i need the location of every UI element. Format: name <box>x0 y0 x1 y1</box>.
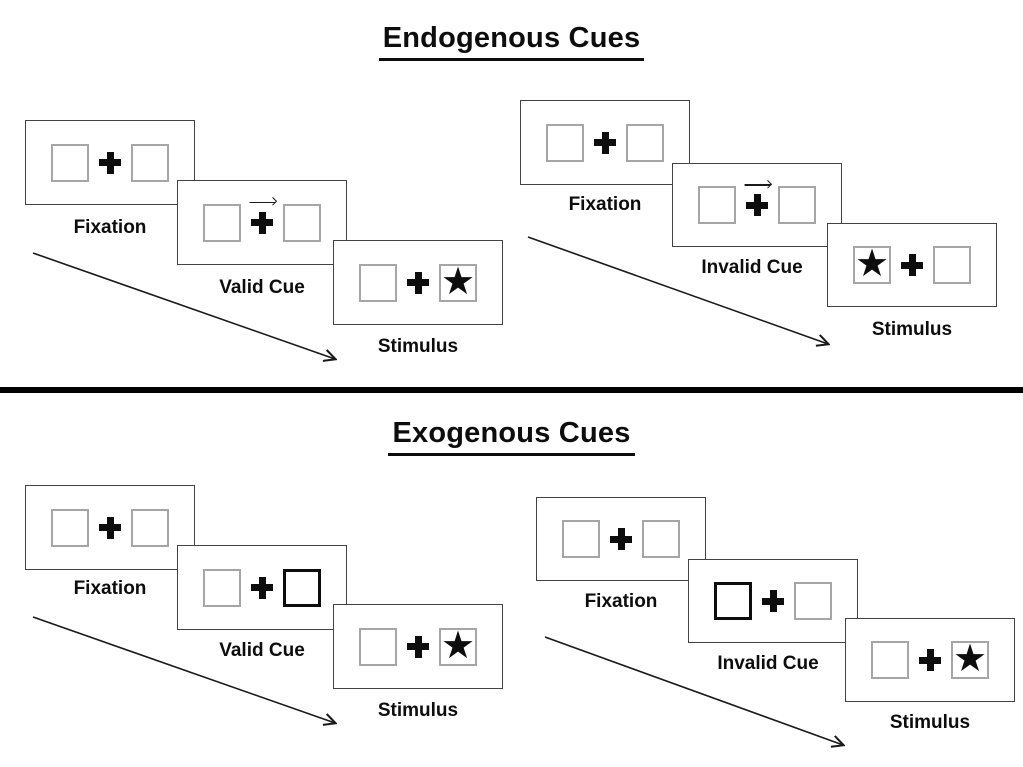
right-arrow-icon <box>744 180 772 189</box>
fixation-cross-icon <box>99 151 121 174</box>
fixation-cross-icon <box>919 649 941 671</box>
stimulus-panel: ★ <box>333 604 503 689</box>
timeline-arrow-endogenous-invalid <box>527 236 828 344</box>
step-label-fixation: Fixation <box>568 194 642 215</box>
section-divider <box>0 387 1023 393</box>
timeline-arrow-exogenous-valid <box>32 616 335 723</box>
stimulus-panel: ★ <box>827 223 997 307</box>
right-box <box>626 123 664 162</box>
step-label-fixation: Fixation <box>73 578 147 599</box>
fixation-cross-icon <box>251 576 273 599</box>
left-box <box>203 568 241 607</box>
left-box <box>871 641 909 679</box>
left-box <box>546 123 584 162</box>
step-label-invalid-cue: Invalid Cue <box>701 257 803 278</box>
fixation-cross-icon <box>746 194 768 216</box>
step-label-stimulus: Stimulus <box>889 712 971 733</box>
left-box <box>51 143 89 182</box>
right-box <box>131 508 169 547</box>
right-box: ★ <box>951 638 989 680</box>
left-box <box>562 520 600 558</box>
step-label-stimulus: Stimulus <box>377 336 459 357</box>
right-box <box>283 203 321 242</box>
right-box <box>933 246 971 284</box>
fixation-cross-icon <box>407 635 429 658</box>
stimulus-panel: ★ <box>845 618 1015 702</box>
fixation-cross-icon <box>610 528 632 550</box>
left-box: ★ <box>853 243 891 285</box>
section-title-text: Endogenous Cues <box>378 22 645 61</box>
fixation-cross-icon <box>99 516 121 539</box>
left-box <box>203 203 241 242</box>
left-box-cued <box>714 582 752 620</box>
right-box-cued <box>283 568 321 607</box>
fixation-panel <box>536 497 706 581</box>
fixation-cross-icon <box>407 271 429 294</box>
valid-cue-panel <box>177 545 347 630</box>
left-box <box>359 627 397 666</box>
invalid-cue-panel <box>672 163 842 247</box>
right-box <box>794 582 832 620</box>
fixation-panel <box>520 100 690 185</box>
fixation-cross-icon <box>594 131 616 154</box>
right-box <box>131 143 169 182</box>
timeline-arrow-endogenous-valid <box>32 252 335 359</box>
step-label-valid-cue: Valid Cue <box>219 277 305 298</box>
stimulus-panel: ★ <box>333 240 503 325</box>
left-box <box>698 186 736 224</box>
step-label-fixation: Fixation <box>584 591 658 612</box>
star-icon: ★ <box>440 260 476 303</box>
step-label-stimulus: Stimulus <box>377 700 459 721</box>
fixation-cross-icon <box>901 254 923 276</box>
right-box: ★ <box>439 624 477 667</box>
invalid-cue-panel <box>688 559 858 643</box>
left-box <box>51 508 89 547</box>
section-title-endogenous: Endogenous Cues <box>0 22 1023 61</box>
section-title-exogenous: Exogenous Cues <box>0 417 1023 456</box>
fixation-cross-icon <box>251 211 273 234</box>
section-title-text: Exogenous Cues <box>388 417 635 456</box>
right-box: ★ <box>439 260 477 303</box>
step-label-valid-cue: Valid Cue <box>219 640 305 661</box>
fixation-panel <box>25 120 195 205</box>
step-label-fixation: Fixation <box>73 217 147 238</box>
valid-cue-panel <box>177 180 347 265</box>
star-icon: ★ <box>440 624 476 667</box>
right-box <box>778 186 816 224</box>
step-label-invalid-cue: Invalid Cue <box>717 653 819 674</box>
right-box <box>642 520 680 558</box>
fixation-cross-icon <box>762 590 784 612</box>
right-arrow-icon <box>249 198 277 207</box>
left-box <box>359 263 397 302</box>
step-label-stimulus: Stimulus <box>871 319 953 340</box>
star-icon: ★ <box>854 243 890 285</box>
fixation-panel <box>25 485 195 570</box>
star-icon: ★ <box>952 638 988 680</box>
